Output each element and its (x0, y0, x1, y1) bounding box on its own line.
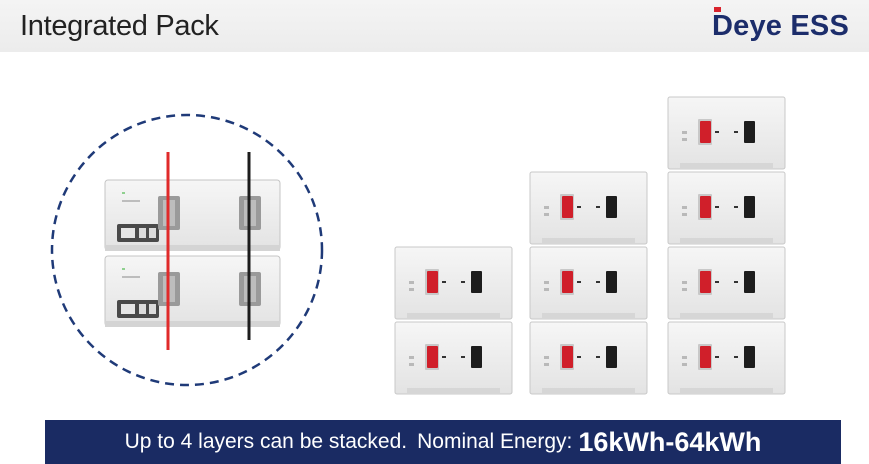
negative-terminal (744, 346, 755, 368)
led-indicator (122, 192, 125, 194)
page-title: Integrated Pack (20, 10, 219, 42)
capacity-banner: Up to 4 layers can be stacked. Nominal E… (45, 420, 841, 464)
indicator-mark (682, 356, 687, 359)
energy-label: Nominal Energy: (417, 430, 573, 453)
indicator-mark (682, 213, 687, 216)
positive-terminal (427, 346, 438, 368)
battery-module (529, 171, 648, 245)
terminal-sign (577, 356, 581, 358)
terminal-sign (715, 131, 719, 133)
indicator-mark (409, 281, 414, 284)
port-slot (149, 228, 156, 238)
closeup-modules (104, 179, 281, 327)
led-row (122, 200, 140, 202)
closeup-module (104, 255, 281, 327)
negative-terminal (744, 196, 755, 218)
battery-module (667, 321, 786, 395)
terminal-sign (596, 356, 600, 358)
port-slot (149, 304, 156, 314)
positive-terminal (700, 271, 711, 293)
indicator-mark (409, 356, 414, 359)
module-feet (542, 238, 635, 244)
negative-terminal (606, 196, 617, 218)
indicator-mark (544, 213, 549, 216)
negative-terminal (744, 271, 755, 293)
energy-value: 16kWh-64kWh (578, 426, 762, 457)
indicator-mark (544, 206, 549, 209)
indicator-mark (409, 288, 414, 291)
terminal-sign (461, 356, 465, 358)
indicator-mark (409, 363, 414, 366)
battery-module (529, 246, 648, 320)
terminal-sign (596, 206, 600, 208)
terminal-sign (734, 356, 738, 358)
port-slot (139, 228, 146, 238)
battery-module (394, 321, 513, 395)
indicator-mark (682, 206, 687, 209)
header-bar: Integrated Pack Deye ESS (0, 0, 869, 52)
negative-terminal (606, 271, 617, 293)
brand-logo: Deye ESS (711, 10, 849, 42)
dashed-circle (50, 113, 324, 387)
battery-module (529, 321, 648, 395)
module-feet (680, 238, 773, 244)
terminal-sign (715, 206, 719, 208)
indicator-mark (682, 281, 687, 284)
led-row (122, 276, 140, 278)
battery-module (667, 171, 786, 245)
positive-terminal (562, 196, 573, 218)
negative-terminal (744, 121, 755, 143)
port-slot (121, 228, 135, 238)
port-slot (139, 304, 146, 314)
stacking-text: Up to 4 layers can be stacked. (124, 430, 408, 453)
positive-terminal (700, 196, 711, 218)
terminal-sign (734, 206, 738, 208)
module-feet (542, 388, 635, 394)
positive-terminal (562, 271, 573, 293)
battery-module (667, 96, 786, 170)
indicator-mark (544, 281, 549, 284)
positive-terminal (427, 271, 438, 293)
terminal-sign (596, 281, 600, 283)
indicator-mark (682, 288, 687, 291)
module-feet (407, 313, 500, 319)
detail-magnifier (50, 113, 324, 387)
positive-terminal (562, 346, 573, 368)
indicator-mark (544, 363, 549, 366)
module-feet (680, 388, 773, 394)
module-feet (680, 313, 773, 319)
indicator-mark (682, 131, 687, 134)
indicator-mark (544, 356, 549, 359)
closeup-base (105, 245, 280, 251)
negative-terminal (471, 346, 482, 368)
closeup-base (105, 321, 280, 327)
indicator-mark (544, 288, 549, 291)
terminal-sign (461, 281, 465, 283)
terminal-sign (734, 131, 738, 133)
module-feet (542, 313, 635, 319)
battery-stacks (394, 96, 786, 395)
terminal-sign (577, 206, 581, 208)
negative-terminal (606, 346, 617, 368)
battery-module (667, 246, 786, 320)
closeup-module (104, 179, 281, 251)
module-feet (407, 388, 500, 394)
terminal-sign (577, 281, 581, 283)
positive-terminal (700, 121, 711, 143)
module-feet (680, 163, 773, 169)
terminal-sign (442, 281, 446, 283)
port-slot (121, 304, 135, 314)
terminal-sign (442, 356, 446, 358)
led-indicator (122, 268, 125, 270)
indicator-mark (682, 363, 687, 366)
battery-module (394, 246, 513, 320)
positive-terminal (700, 346, 711, 368)
terminal-sign (734, 281, 738, 283)
terminal-sign (715, 281, 719, 283)
negative-terminal (471, 271, 482, 293)
terminal-sign (715, 356, 719, 358)
indicator-mark (682, 138, 687, 141)
